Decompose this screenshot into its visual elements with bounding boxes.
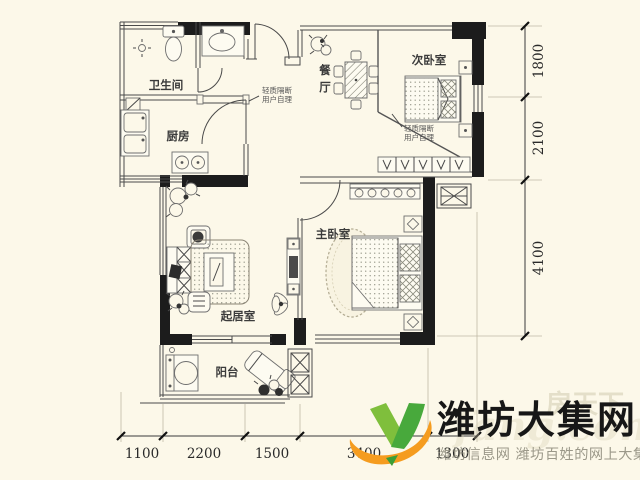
kitchen bbox=[120, 97, 209, 174]
dimension-bottom-2200: 2200 bbox=[187, 446, 221, 462]
ottoman-icon bbox=[187, 291, 211, 313]
dimension-bottom-1300: 1300 bbox=[435, 446, 469, 462]
partition-note-1-line-2: 用户自理 bbox=[262, 94, 292, 104]
dining-room bbox=[308, 34, 379, 110]
dining-label-char2: 厅 bbox=[319, 80, 331, 94]
bathroom-label: 卫生间 bbox=[149, 78, 184, 92]
dimension-right: 1800 2100 4100 bbox=[437, 21, 547, 341]
master-bedroom-door-icon bbox=[299, 179, 341, 221]
site-name: 潍坊大集网 bbox=[437, 398, 637, 442]
flue-icon bbox=[125, 97, 141, 112]
partition-note-2-line-1: 轻质隔断 bbox=[404, 123, 434, 133]
entry-plant-icon bbox=[308, 34, 332, 56]
fang-watermark-text: 房天下 bbox=[546, 390, 624, 420]
wall-master-bottom-corner bbox=[400, 332, 435, 345]
wall-right-upper bbox=[472, 22, 484, 85]
washing-machine-icon bbox=[165, 354, 199, 392]
dimension-right-4100: 4100 bbox=[531, 241, 547, 275]
stove-icon bbox=[171, 151, 209, 174]
fang-watermark: 房天下 fang.com bbox=[451, 390, 640, 450]
sofa-icon bbox=[166, 246, 192, 294]
room-labels: 卫生间 厨房 餐 厅 次卧室 主卧室 起居室 阳台 bbox=[149, 53, 447, 379]
living-room-label: 起居室 bbox=[220, 309, 256, 323]
bathroom-door-icon bbox=[197, 67, 223, 93]
washbasin-icon bbox=[201, 25, 245, 57]
master-bedroom bbox=[325, 183, 423, 331]
logo-v-left-icon bbox=[370, 403, 403, 447]
hook-icon bbox=[169, 347, 175, 353]
fang-watermark-text2: fang.com bbox=[451, 403, 640, 450]
wardrobe-icon bbox=[349, 183, 421, 200]
flower-icon bbox=[271, 292, 289, 316]
master-bedroom-label: 主卧室 bbox=[316, 227, 351, 241]
partition-notes: 轻质隔断 用户自理 轻质隔断 用户自理 bbox=[248, 85, 434, 142]
plant-icon bbox=[165, 290, 190, 315]
secondary-bedroom bbox=[377, 60, 473, 173]
wall-living-south bbox=[270, 334, 286, 345]
site-tagline: 潍坊信息网 潍坊百姓的网上大集 bbox=[437, 446, 640, 463]
wall-living-master-bottom bbox=[294, 318, 306, 345]
partition-note-1-line-1: 轻质隔断 bbox=[262, 85, 292, 95]
doors bbox=[197, 23, 341, 221]
thin-walls bbox=[119, 21, 483, 404]
ac-unit-icon bbox=[436, 183, 472, 209]
kitchen-label: 厨房 bbox=[167, 129, 190, 143]
bathroom bbox=[133, 25, 245, 62]
wall-right-mid bbox=[472, 112, 484, 177]
plant-icon bbox=[253, 374, 283, 396]
entry-door-icon bbox=[254, 23, 290, 60]
wall-balcony-corner bbox=[160, 334, 192, 345]
coffee-table-icon bbox=[203, 252, 235, 292]
wall-master-right bbox=[423, 177, 435, 345]
ac-unit-icon bbox=[287, 348, 313, 398]
secondary-bed-icon bbox=[404, 75, 462, 123]
logo-v-right-icon bbox=[391, 403, 425, 449]
balcony-sliding-door bbox=[192, 335, 272, 344]
tv-cabinet-icon bbox=[286, 237, 301, 296]
dimension-bottom-1500: 1500 bbox=[255, 446, 289, 462]
kitchen-sink-icon bbox=[120, 109, 150, 157]
plant-icon bbox=[165, 179, 201, 218]
dimension-right-1800: 1800 bbox=[531, 44, 547, 78]
walls bbox=[119, 21, 486, 404]
closet-icon bbox=[377, 156, 471, 173]
wall-kitchen-bottom bbox=[182, 175, 248, 187]
nightstand-icon bbox=[403, 215, 423, 233]
kitchen-door-icon bbox=[201, 99, 247, 145]
wall-living-west-lower bbox=[160, 275, 170, 345]
secondary-bedroom-label: 次卧室 bbox=[412, 53, 447, 67]
shower-icon bbox=[133, 39, 151, 57]
logo-leaf-icon bbox=[386, 455, 398, 466]
dining-label-char1: 餐 bbox=[318, 63, 331, 77]
master-bed-icon bbox=[351, 235, 423, 311]
dimension-right-2100: 2100 bbox=[531, 121, 547, 155]
nightstand-icon bbox=[403, 313, 423, 331]
dimension-bottom-1100: 1100 bbox=[125, 446, 159, 462]
balcony bbox=[165, 347, 296, 396]
site-logo bbox=[349, 403, 432, 466]
logo-swoosh-icon bbox=[349, 420, 432, 465]
partition-note-2-line-2: 用户自理 bbox=[404, 132, 434, 142]
toilet-icon bbox=[162, 25, 185, 62]
balcony-label: 阳台 bbox=[216, 365, 239, 379]
dining-table-icon bbox=[333, 50, 379, 110]
living-room bbox=[165, 179, 301, 316]
wall-living-nw bbox=[160, 175, 170, 187]
